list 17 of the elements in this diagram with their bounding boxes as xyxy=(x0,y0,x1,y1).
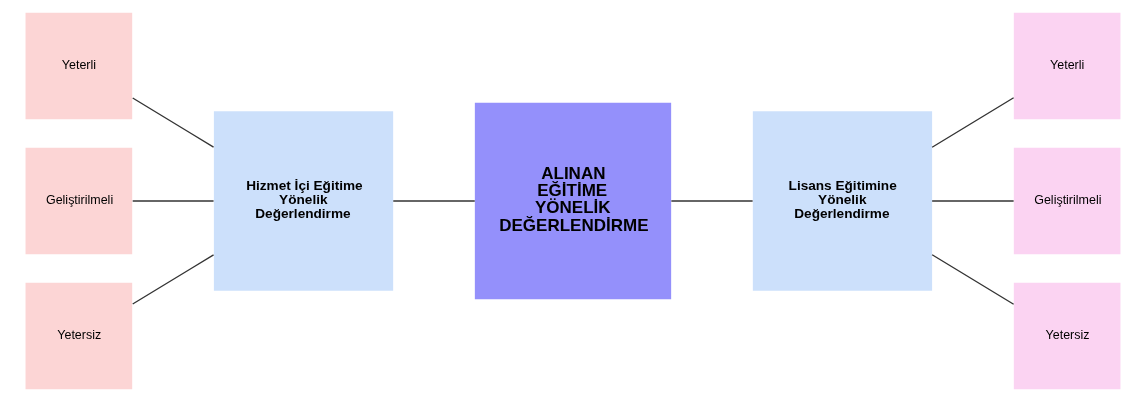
node-box: Lisans Eğitimine Yönelik Değerlendirme xyxy=(752,111,933,291)
node-box: ALINAN EĞİTİME YÖNELİK DEĞERLENDİRME xyxy=(474,102,672,300)
connector xyxy=(392,200,476,202)
node-box: Yetersiz xyxy=(1013,282,1121,390)
node-box: Yetersiz xyxy=(25,282,133,390)
node-box: Geliştirilmeli xyxy=(25,147,133,255)
node-box: Yeterli xyxy=(25,12,133,120)
connector xyxy=(132,200,215,202)
connector xyxy=(132,97,215,148)
connector xyxy=(670,200,754,202)
node-box: Geliştirilmeli xyxy=(1013,147,1121,255)
node-box: Yeterli xyxy=(1013,12,1121,120)
connector xyxy=(931,254,1015,305)
connector xyxy=(931,97,1015,148)
connector xyxy=(931,200,1015,202)
node-box: Hizmet İçi Eğitime Yönelik Değerlendirme xyxy=(213,111,394,291)
connector xyxy=(132,254,215,305)
